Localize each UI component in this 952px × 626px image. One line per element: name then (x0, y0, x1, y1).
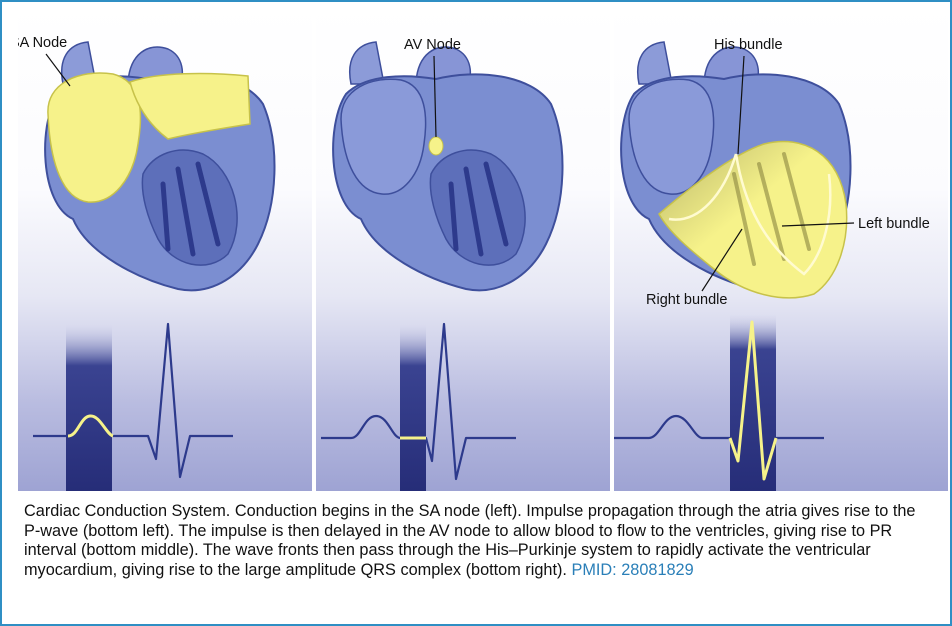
label-sa-node: SA Node (18, 35, 67, 51)
caption-text: Cardiac Conduction System. Conduction be… (24, 502, 916, 579)
av-node-leader-line (433, 55, 437, 138)
his-bundle-leader-line (737, 55, 745, 155)
label-left-bundle: Left bundle (858, 216, 930, 232)
pmid-link[interactable]: PMID: 28081829 (571, 560, 694, 579)
label-av-node: AV Node (404, 37, 461, 53)
qrs-highlight (728, 320, 778, 481)
panel-his-purkinje: His bundle Left bundle Right bundle (614, 4, 948, 491)
ecg-trace (321, 322, 516, 481)
conduction-band (66, 324, 112, 491)
figure-caption: Cardiac Conduction System. Conduction be… (24, 502, 924, 580)
p-wave-highlight (67, 414, 114, 438)
right-bundle-leader-line (701, 228, 743, 292)
label-right-bundle: Right bundle (646, 292, 727, 308)
panel-sa-node: SA Node (18, 4, 312, 491)
panel-av-node: AV Node (316, 4, 610, 491)
sa-node-leader-line (45, 53, 71, 87)
ecg-trace (33, 322, 233, 479)
label-his-bundle: His bundle (714, 37, 783, 53)
ventricles-highlight (658, 140, 848, 299)
heart-diagram-his: His bundle Left bundle Right bundle (614, 37, 930, 491)
ecg-trace (614, 320, 824, 481)
left-bundle-leader-line (781, 222, 855, 227)
heart-diagram-av: AV Node (321, 37, 564, 491)
av-node-highlight (428, 136, 444, 156)
heart-diagram-sa: SA Node (18, 35, 276, 491)
conduction-band (400, 324, 426, 491)
